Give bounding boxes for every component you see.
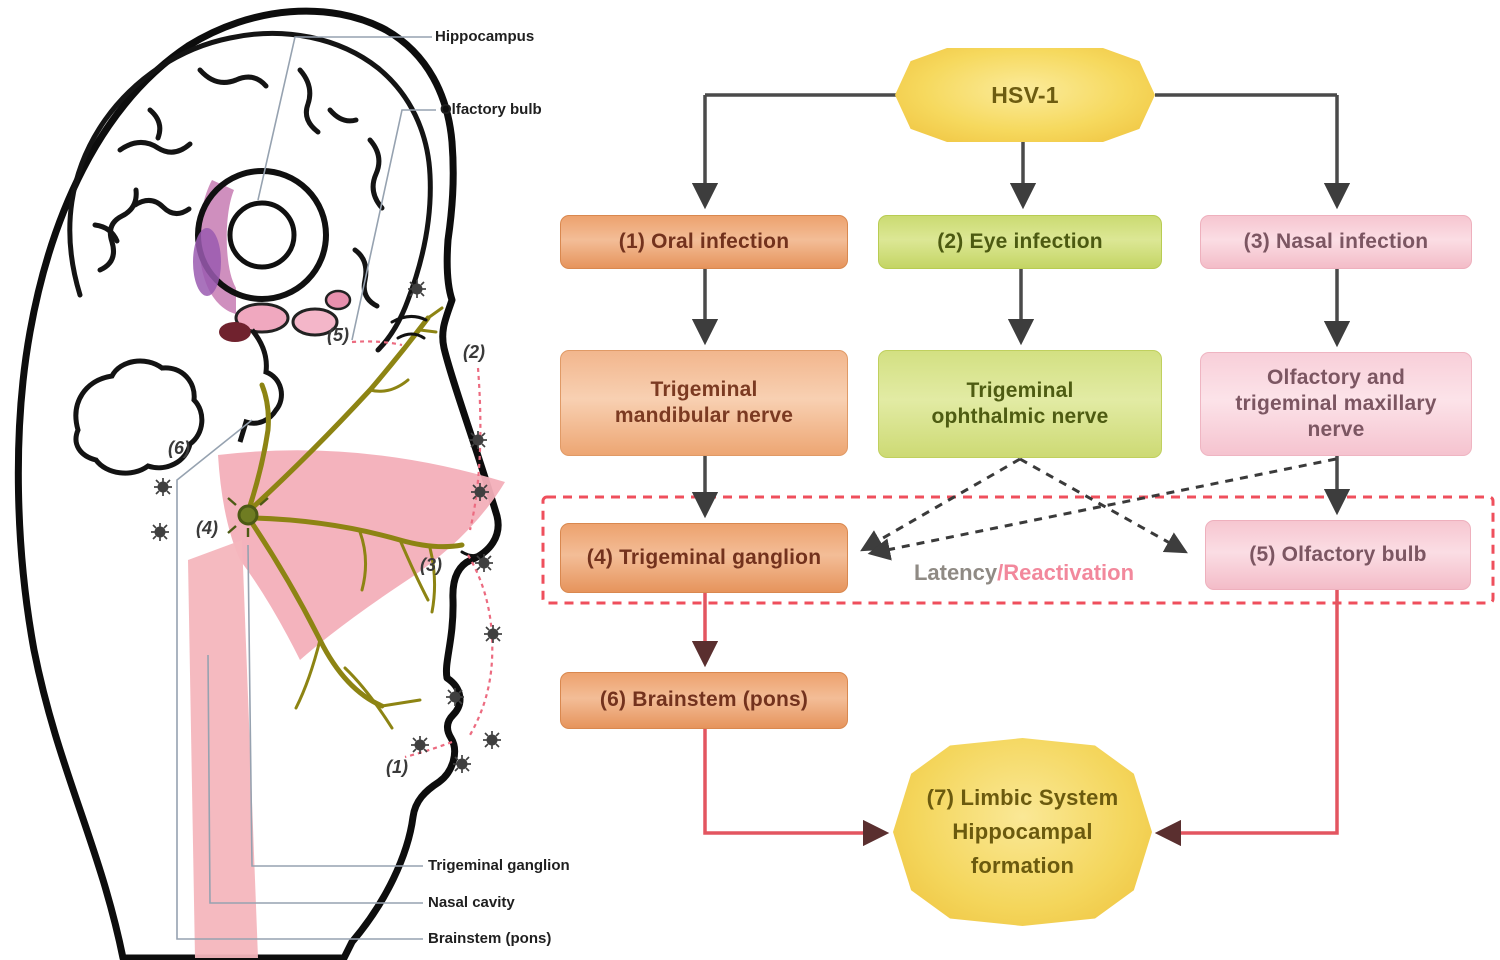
trigeminal-ganglion-knot [227,497,269,537]
flow-node-trigeminal-ophthalmic-nerve: Trigeminal ophthalmic nerve [878,350,1162,458]
flow-node-olfactory-bulb: (5) Olfactory bulb [1205,520,1471,590]
nasal-region [218,450,505,660]
latency-dashed-frame [541,495,1495,605]
flow-node-nasal-infection: (3) Nasal infection [1200,215,1472,269]
pharynx-band [188,540,258,958]
flow-node-eye-infection: (2) Eye infection [878,215,1162,269]
label-brainstem-pons: Brainstem (pons) [428,930,552,947]
flow-node-trigeminal-ganglion: (4) Trigeminal ganglion [560,523,848,593]
flow-node-brainstem-pons: (6) Brainstem (pons) [560,672,848,729]
cerebellum-drawing [73,358,205,476]
site-marker-5: (5) [327,325,349,345]
red-connectors [691,590,1339,847]
flow-node-limbic-system: (7) Limbic System Hippocampal formation [893,738,1152,926]
reactivation-text: Reactivation [1003,560,1135,585]
label-nasal-cavity: Nasal cavity [428,894,515,911]
limbic-line-1: (7) Limbic System [926,784,1119,810]
site-marker-6: (6) [168,438,190,458]
flow-node-olfactory-trigeminal-maxillary-nerve: Olfactory and trigeminal maxillary nerve [1200,352,1472,456]
site-marker-3: (3) [420,555,442,575]
site-marker-4: (4) [196,518,218,538]
site-marker-1: (1) [386,757,408,777]
site-marker-2: (2) [463,342,485,362]
flow-node-hsv1: HSV-1 [895,48,1155,142]
latency-text: Latency [913,560,998,585]
label-leader-lines [176,36,436,940]
label-olfactory-bulb: Olfactory bulb [440,101,542,118]
brain-drawing [67,30,433,353]
latency-reactivation-caption: Latency/Reactivation [898,560,1150,586]
head-illustration [14,7,505,960]
label-hippocampus: Hippocampus [435,28,535,45]
trigeminal-nerve-tree [245,306,465,730]
label-trigeminal-ganglion: Trigeminal ganglion [428,857,570,874]
limbic-structures [193,168,352,342]
flow-node-oral-infection: (1) Oral infection [560,215,848,269]
latency-slash: / [997,560,1004,585]
eye-icon [390,315,482,558]
flow-node-trigeminal-mandibular-nerve: Trigeminal mandibular nerve [560,350,848,456]
limbic-line-2: Hippocampal [952,818,1093,844]
dark-connectors [691,93,1351,519]
dashed-crossover-arrows [860,457,1337,561]
limbic-line-3: formation [970,853,1075,879]
